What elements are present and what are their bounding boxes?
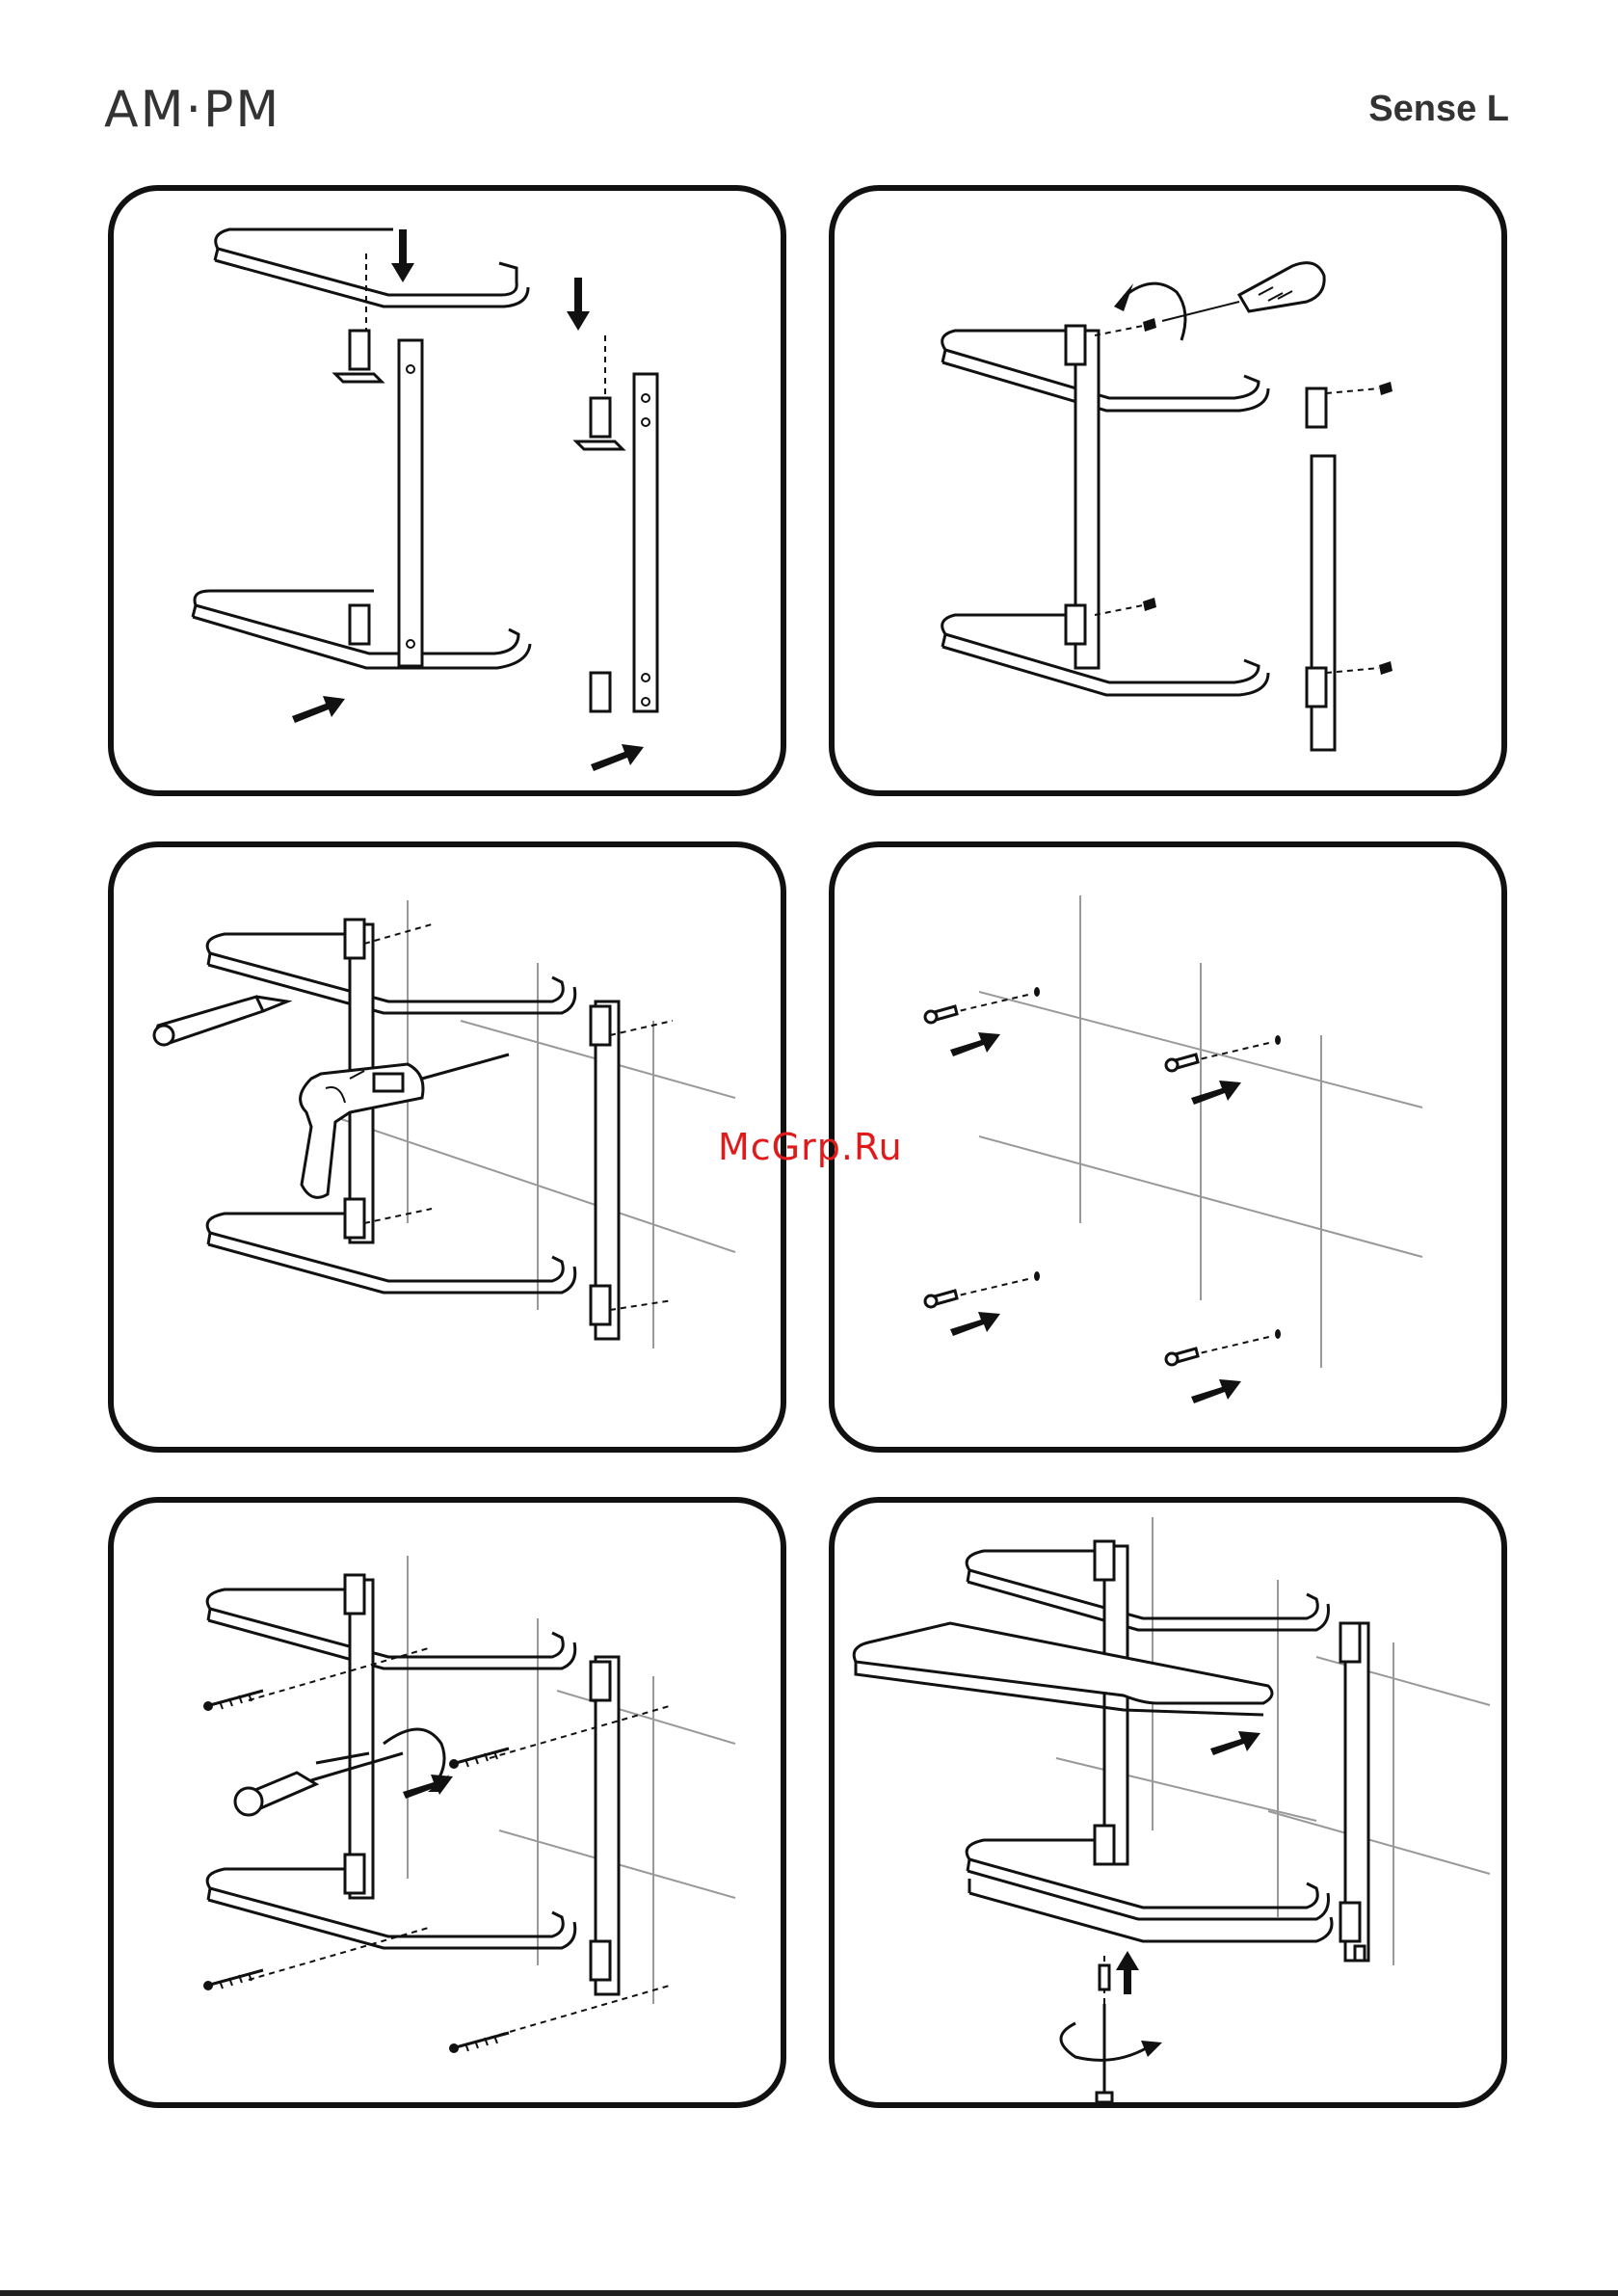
brand-logo: AM·PM [104, 81, 280, 139]
step-2-illustration [835, 191, 1501, 790]
step-2-panel [829, 185, 1507, 796]
step-1-panel [108, 185, 786, 796]
step-3-illustration [114, 847, 781, 1447]
step-1-illustration [114, 191, 781, 790]
step-3-panel [108, 841, 786, 1453]
step-4-illustration [835, 847, 1501, 1447]
step-5-panel [108, 1497, 786, 2108]
step-4-panel [829, 841, 1507, 1453]
step-5-illustration [114, 1503, 781, 2102]
bottom-bar [0, 2290, 1618, 2296]
watermark: McGrp.Ru [718, 1126, 903, 1168]
step-6-illustration [835, 1503, 1501, 2102]
model-name: Sense L [1368, 89, 1509, 130]
step-6-panel [829, 1497, 1507, 2108]
